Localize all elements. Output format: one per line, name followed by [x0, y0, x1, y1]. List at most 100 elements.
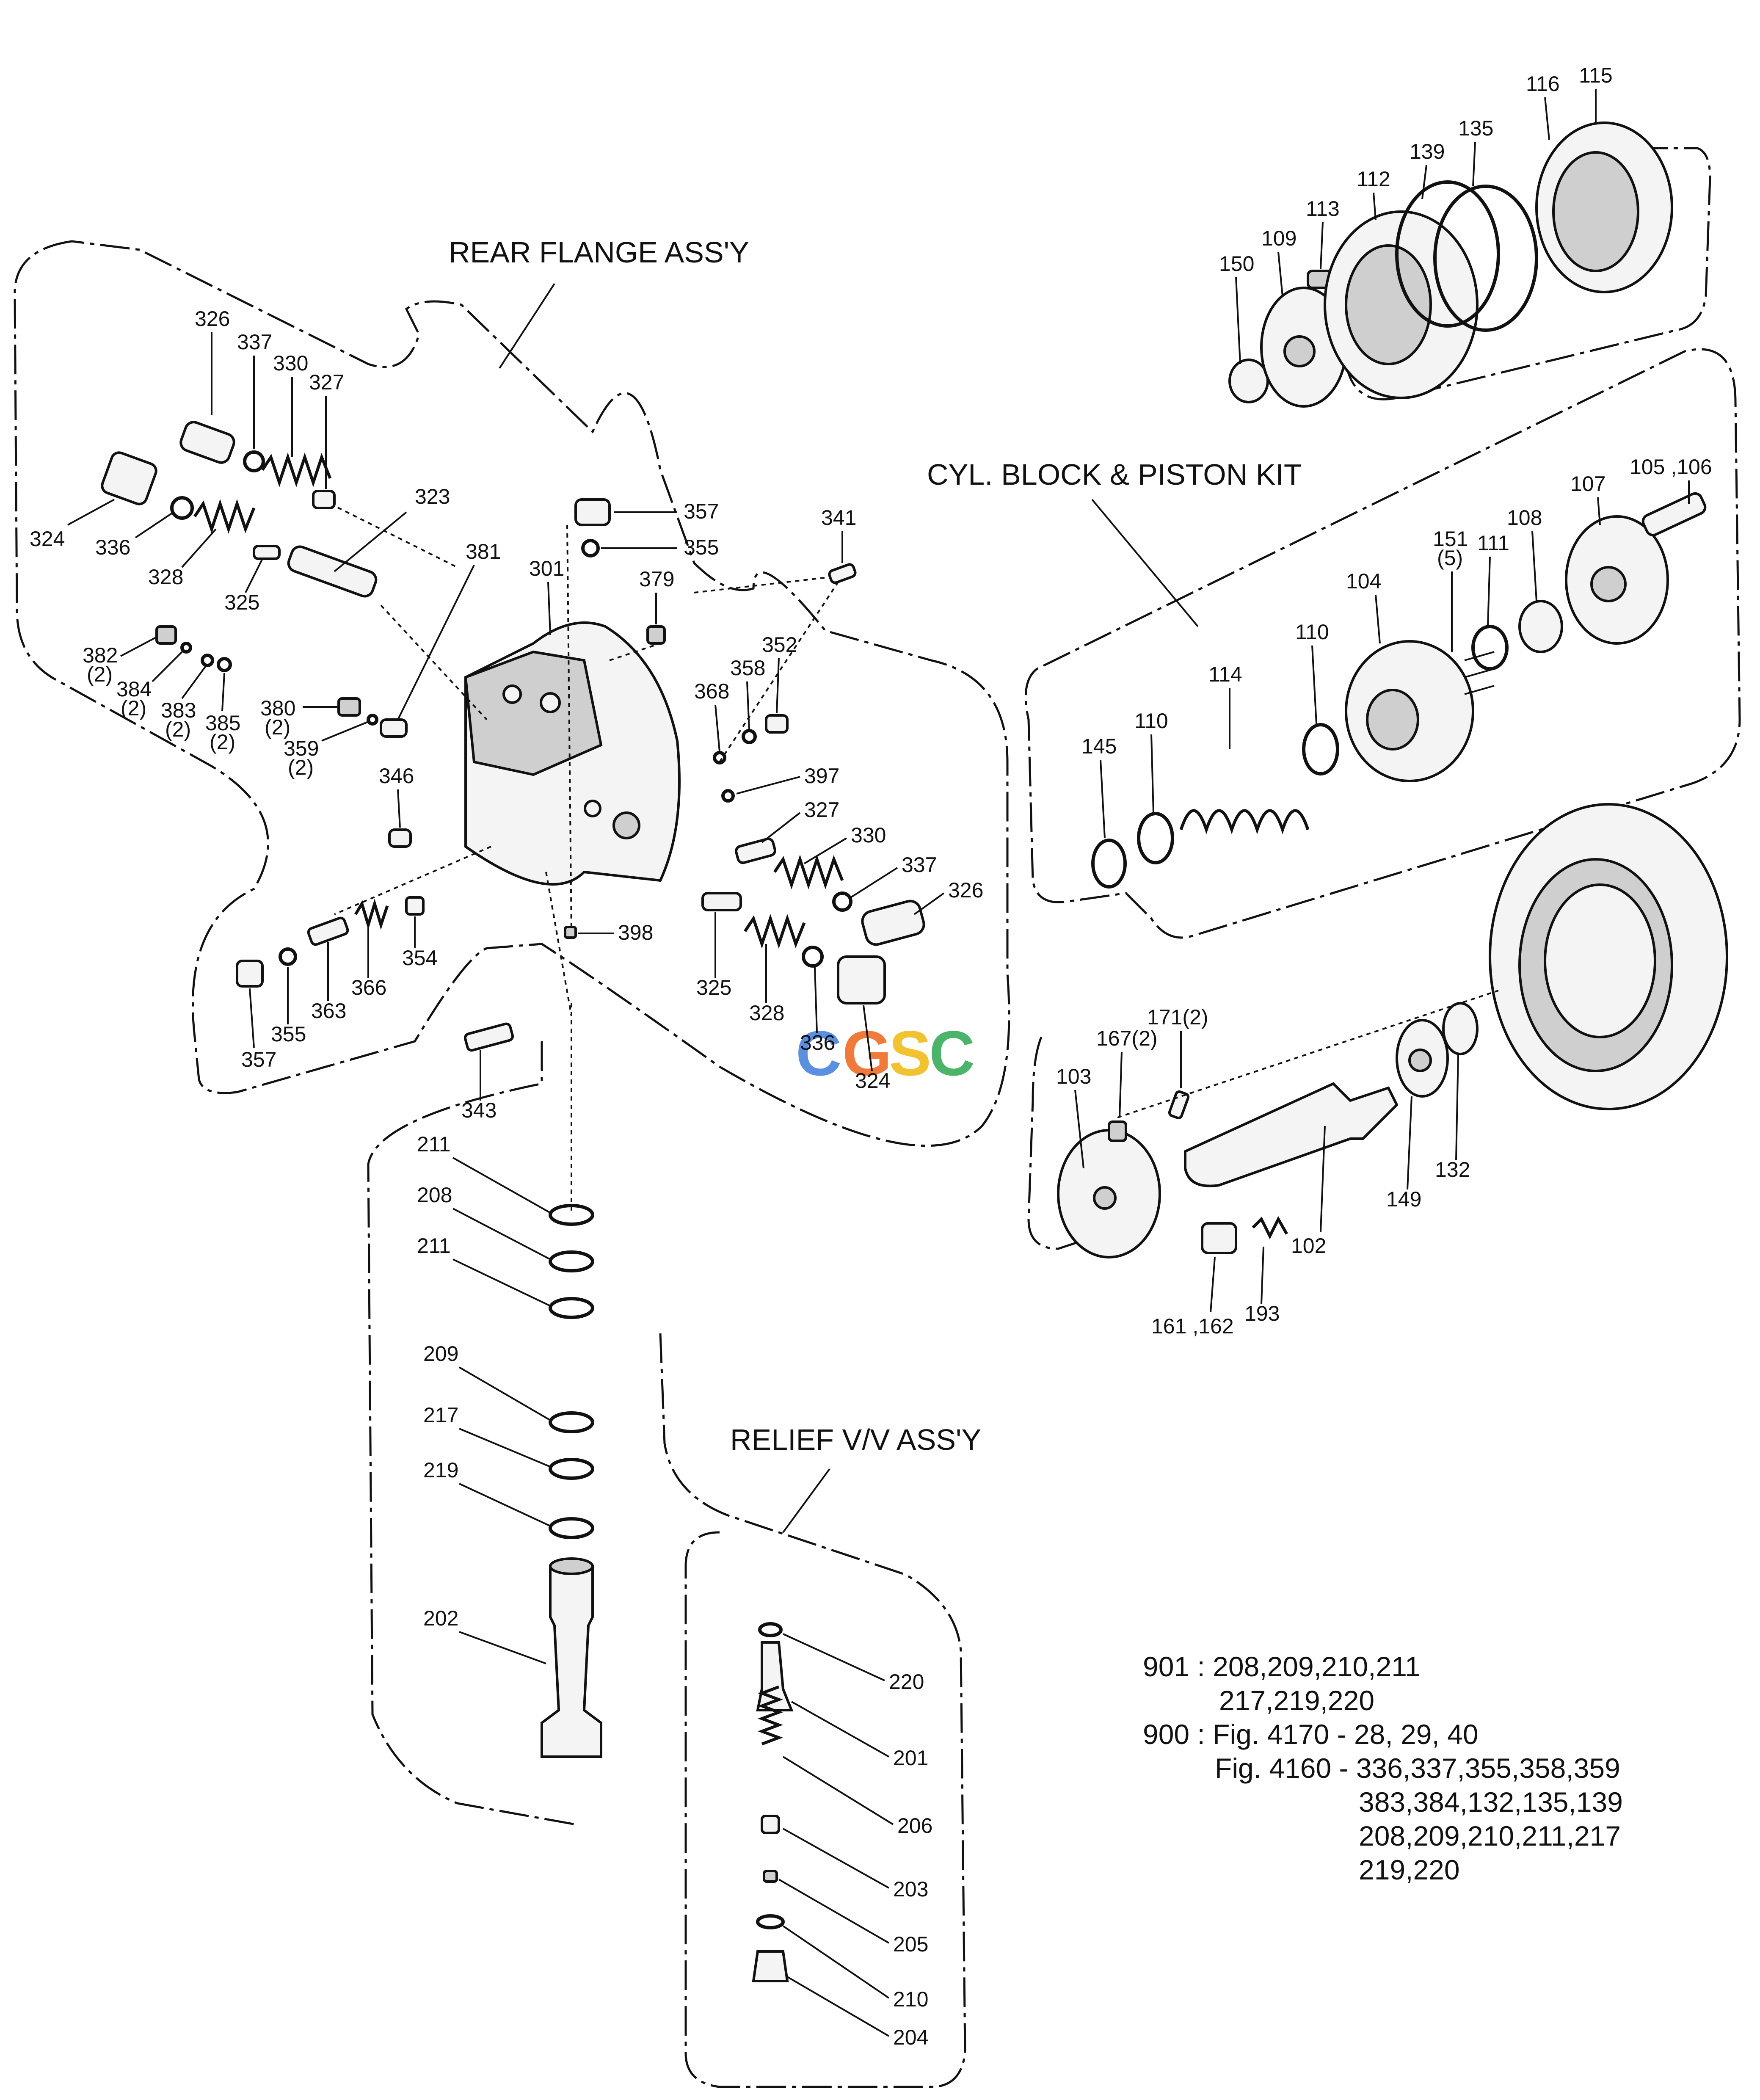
callout-151-qty: (5) — [1437, 546, 1463, 570]
callout-355: 355 — [684, 535, 719, 559]
callout-359: 359 — [284, 737, 319, 760]
callout-110a: 110 — [1295, 620, 1329, 644]
callout-109: 109 — [1261, 226, 1297, 250]
callout-397: 397 — [804, 764, 839, 788]
relief-valve-outline-right — [659, 1333, 966, 2088]
callout-398: 398 — [618, 921, 653, 944]
callout-161-162: 161 ,162 — [1151, 1314, 1234, 1338]
cyl-block-parts-group — [1091, 492, 1707, 889]
callout-217: 217 — [423, 1403, 458, 1427]
callout-384-qty: (2) — [121, 696, 146, 720]
callout-210: 210 — [893, 1987, 928, 2011]
callout-211a: 211 — [417, 1132, 451, 1156]
rear-flange-outline — [14, 240, 1010, 1147]
callout-323: 323 — [415, 485, 450, 508]
callout-205: 205 — [893, 1932, 928, 1956]
callout-326: 326 — [195, 307, 230, 331]
parts-list-line-5: 383,384,132,135,139 — [1359, 1786, 1623, 1818]
callout-202: 202 — [423, 1606, 458, 1630]
callout-354: 354 — [402, 946, 437, 970]
parts-list-line-2: 217,219,220 — [1219, 1685, 1374, 1716]
callout-324b: 324 — [855, 1069, 890, 1093]
callout-385-qty: (2) — [210, 730, 235, 754]
callout-108: 108 — [1507, 506, 1542, 530]
callout-115: 115 — [1579, 63, 1613, 87]
callout-220: 220 — [889, 1670, 924, 1694]
callout-325b: 325 — [696, 976, 731, 999]
callout-346: 346 — [379, 764, 414, 788]
callout-132: 132 — [1435, 1158, 1470, 1181]
callout-328: 328 — [148, 565, 183, 589]
upper-kit-outline — [1345, 147, 1711, 400]
callout-326b: 326 — [948, 878, 983, 902]
parts-list-line-1: 901 : 208,209,210,211 — [1143, 1651, 1421, 1682]
callout-104: 104 — [1346, 569, 1381, 593]
relief-valve-title: RELIEF V/V ASS'Y — [730, 1423, 981, 1456]
callout-204: 204 — [893, 2025, 928, 2049]
callout-116: 116 — [1526, 72, 1560, 96]
parts-list-line-4: Fig. 4160 - 336,337,355,358,359 — [1215, 1752, 1620, 1784]
callout-327b: 327 — [804, 798, 839, 822]
watermark-logo: C G S C — [796, 1018, 975, 1089]
rear-flange-housing — [464, 621, 681, 886]
callout-135: 135 — [1458, 116, 1493, 140]
callout-112: 112 — [1357, 167, 1390, 191]
callout-102: 102 — [1291, 1234, 1326, 1258]
shaft-outline — [1027, 1037, 1084, 1250]
callout-110b: 110 — [1134, 709, 1168, 733]
callout-341: 341 — [821, 506, 856, 530]
callout-359-qty: (2) — [288, 756, 314, 779]
parts-list-note: 901 : 208,209,210,211 217,219,220 900 : … — [1143, 1651, 1623, 1885]
callout-206: 206 — [897, 1814, 932, 1838]
callout-111: 111 — [1477, 531, 1509, 555]
flange-parts-group — [101, 421, 925, 1052]
callout-357b: 357 — [241, 1048, 276, 1071]
parts-list-line-6: 208,209,210,211,217 — [1359, 1820, 1621, 1852]
callout-383: 383 — [161, 698, 196, 722]
callout-380-qty: (2) — [265, 715, 290, 739]
relief-valve-outline-left — [367, 1041, 576, 1826]
relief-parts-group — [541, 1204, 794, 1982]
callout-352: 352 — [762, 633, 797, 657]
callout-328b: 328 — [749, 1001, 784, 1025]
callout-358: 358 — [730, 656, 765, 680]
callout-355b: 355 — [271, 1022, 306, 1046]
cyl-block-title: CYL. BLOCK & PISTON KIT — [927, 458, 1302, 491]
callout-336: 336 — [95, 535, 130, 559]
callout-149: 149 — [1386, 1187, 1421, 1211]
callout-209: 209 — [423, 1342, 458, 1366]
callout-366: 366 — [351, 976, 386, 999]
callout-150: 150 — [1219, 252, 1254, 276]
callout-336b: 336 — [800, 1031, 835, 1054]
callout-357: 357 — [684, 499, 719, 523]
callout-103: 103 — [1056, 1065, 1091, 1088]
parts-list-line-7: 219,220 — [1359, 1854, 1460, 1885]
callout-330b: 330 — [851, 823, 886, 847]
callout-301: 301 — [529, 557, 564, 580]
parts-list-line-3: 900 : Fig. 4170 - 28, 29, 40 — [1143, 1719, 1479, 1750]
relief-valve-title-leader — [782, 1468, 830, 1533]
callout-105-106: 105 ,106 — [1630, 455, 1712, 479]
cyl-block-title-leader — [1091, 499, 1199, 627]
callout-167: 167(2) — [1096, 1027, 1158, 1050]
callout-385: 385 — [205, 711, 240, 735]
callout-193: 193 — [1244, 1302, 1280, 1325]
callout-171: 171(2) — [1147, 1005, 1208, 1029]
callout-107: 107 — [1570, 472, 1606, 496]
upper-kit-parts-group — [1228, 121, 1673, 408]
callout-379: 379 — [639, 567, 674, 591]
callout-labels: 326 337 330 327 324 336 323 328 325 381 … — [30, 63, 1712, 2049]
svg-text:C: C — [796, 1018, 841, 1089]
callout-139: 139 — [1410, 140, 1445, 163]
rear-flange-title: REAR FLANGE ASS'Y — [449, 236, 749, 269]
callout-337: 337 — [237, 330, 272, 354]
callout-363: 363 — [311, 999, 346, 1023]
flange-dashed-axes — [330, 503, 843, 1016]
callout-382: 382 — [83, 643, 118, 667]
callout-324: 324 — [30, 527, 65, 551]
callout-330: 330 — [273, 351, 308, 375]
callout-201: 201 — [893, 1746, 928, 1770]
svg-text:C: C — [929, 1018, 975, 1089]
callout-151: 151 — [1433, 527, 1468, 551]
